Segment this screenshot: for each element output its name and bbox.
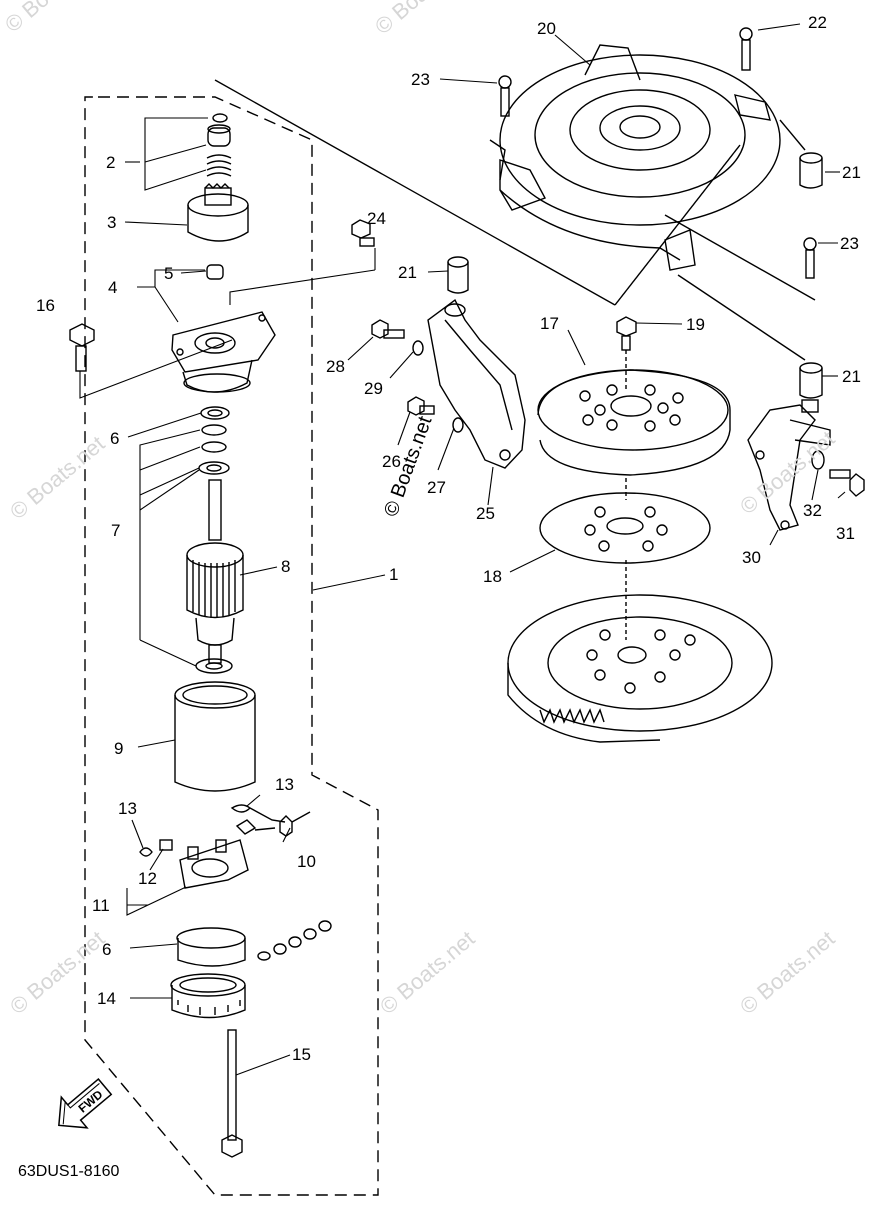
callout-23: 23 [411, 70, 430, 89]
callout-29: 29 [364, 379, 383, 398]
callout-27: 27 [427, 478, 446, 497]
callout-4: 4 [108, 278, 118, 297]
callout-10: 10 [297, 852, 316, 871]
callout-21b: 21 [398, 263, 417, 282]
callout-21: 21 [842, 163, 861, 182]
flywheel-cover [499, 54, 781, 226]
ring-gear [539, 708, 605, 724]
collar-21 [799, 158, 823, 189]
pinion-drive [187, 205, 249, 242]
callout-6b: 6 [102, 940, 112, 959]
armature [186, 555, 244, 619]
bolt-19 [616, 316, 637, 337]
brush [159, 839, 173, 851]
plate-18 [539, 492, 711, 564]
spring [206, 154, 232, 177]
bolt-26 [407, 396, 425, 416]
assembly-boundary [84, 96, 379, 1196]
callout-24: 24 [367, 209, 386, 228]
callout-22: 22 [808, 13, 827, 32]
seal [200, 406, 230, 420]
yoke [174, 695, 256, 792]
callout-8: 8 [281, 557, 291, 576]
diagram-code: 63DUS1-8160 [18, 1163, 120, 1180]
callout-14: 14 [97, 989, 116, 1008]
through-bolt [227, 1029, 237, 1141]
lower-bracket [171, 985, 246, 1019]
callout-23b: 23 [840, 234, 859, 253]
cover-tab [499, 159, 546, 211]
callout-9: 9 [114, 739, 124, 758]
callout-11: 11 [92, 896, 110, 915]
ref-line [614, 144, 741, 306]
washer-lower [195, 658, 233, 674]
snap-ring [212, 113, 228, 123]
collar-21b [447, 262, 469, 294]
ref-line [779, 119, 806, 151]
callout-16: 16 [36, 296, 55, 315]
callout-32: 32 [803, 501, 822, 520]
collar [207, 127, 231, 147]
ref-line [214, 79, 616, 306]
callout-17: 17 [540, 314, 559, 333]
callout-28: 28 [326, 357, 345, 376]
callout-2: 2 [106, 153, 116, 172]
callout-30: 30 [742, 548, 761, 567]
callout-20: 20 [537, 19, 556, 38]
washer [201, 424, 227, 436]
bolt-16 [69, 323, 95, 347]
callout-7: 7 [111, 521, 121, 540]
leader-lines [79, 23, 846, 1076]
callout-18: 18 [483, 567, 502, 586]
callout-12: 12 [138, 869, 157, 888]
terminal-13-left [139, 847, 153, 857]
lower-seal [177, 938, 246, 967]
ref-line [677, 274, 806, 361]
collar-21c [799, 368, 823, 399]
fwd-arrow-icon: FWD [58, 1078, 113, 1129]
callout-6: 6 [110, 429, 120, 448]
callout-26: 26 [382, 452, 401, 471]
brush-holder [179, 839, 249, 889]
upper-bracket [171, 311, 276, 373]
screw-23 [498, 75, 512, 89]
callout-19: 19 [686, 315, 705, 334]
callout-5: 5 [164, 264, 174, 283]
bolt-28 [371, 319, 389, 339]
screw-23b [803, 237, 817, 251]
callout-13: 13 [275, 775, 294, 794]
bushing [206, 264, 224, 280]
bracket-25 [427, 298, 526, 469]
callout-21c: 21 [842, 367, 861, 386]
washer-27 [452, 417, 464, 433]
ref-line [664, 214, 816, 301]
bolt-31 [849, 473, 865, 497]
washer-29 [412, 340, 424, 356]
bolt-10 [279, 815, 293, 837]
callout-13b: 13 [118, 799, 137, 818]
callout-3: 3 [107, 213, 117, 232]
callout-31: 31 [836, 524, 855, 543]
plate-17 [537, 369, 731, 476]
washer-32 [811, 450, 825, 470]
cover-grip [584, 44, 641, 81]
callout-1: 1 [389, 565, 399, 584]
screw-22 [739, 27, 753, 41]
bolt-24 [351, 219, 371, 239]
callout-25: 25 [476, 504, 495, 523]
callout-15: 15 [292, 1045, 311, 1064]
bracket-30 [747, 404, 816, 531]
armature-shaft [208, 479, 222, 541]
